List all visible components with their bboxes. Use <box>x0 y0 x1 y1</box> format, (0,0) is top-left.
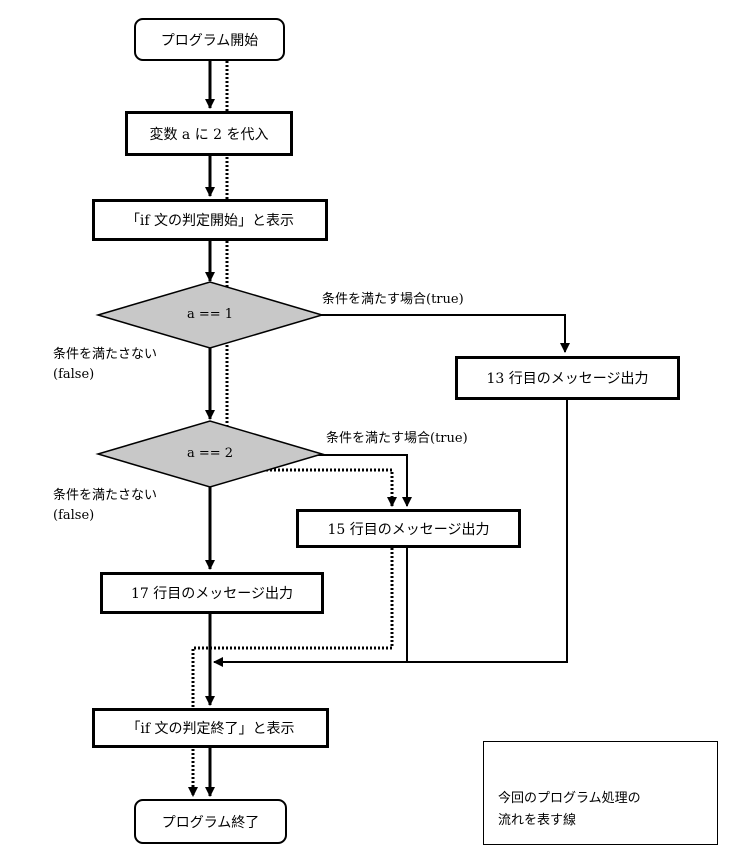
node-program-end: プログラム終了 <box>134 799 287 844</box>
decision-cond2 <box>95 420 325 488</box>
label-cond2-false-line2: (false) <box>53 508 95 523</box>
legend-text: 今回のプログラム処理の 流れを表す線 <box>498 788 641 832</box>
node-if-end: 「if 文の判定終了」と表示 <box>92 708 329 748</box>
label-cond2-true: 条件を満たす場合(true) <box>326 431 468 446</box>
node-msg17: 17 行目のメッセージ出力 <box>100 572 324 614</box>
legend-line2: 流れを表す線 <box>498 813 577 828</box>
node-msg13: 13 行目のメッセージ出力 <box>455 356 680 400</box>
dotted-path-main <box>225 61 397 507</box>
line-msg13-to-merge <box>222 400 568 663</box>
label-cond2-false-line1: 条件を満たさない <box>53 488 158 503</box>
label-cond2-false: 条件を満たさない (false) <box>53 486 157 526</box>
decision-cond2-label: a == 2 <box>186 446 234 461</box>
node-msg15: 15 行目のメッセージ出力 <box>296 509 521 548</box>
legend-box: 今回のプログラム処理の 流れを表す線 <box>483 741 718 845</box>
node-program-start: プログラム開始 <box>134 18 285 61</box>
legend-line1: 今回のプログラム処理の <box>498 791 641 806</box>
decision-cond1-label: a == 1 <box>186 307 234 322</box>
label-cond1-false: 条件を満たさない (false) <box>53 345 157 385</box>
node-if-start: 「if 文の判定開始」と表示 <box>92 199 328 241</box>
branch-lines <box>213 314 570 667</box>
arrow-cond2-true <box>318 454 412 507</box>
label-cond1-false-line1: 条件を満たさない <box>53 347 158 362</box>
arrow-cond1-true <box>316 314 570 353</box>
label-cond1-true: 条件を満たす場合(true) <box>322 292 464 307</box>
node-assign: 変数 a に 2 を代入 <box>125 111 293 156</box>
decision-cond1 <box>95 281 325 349</box>
label-cond1-false-line2: (false) <box>53 367 95 382</box>
